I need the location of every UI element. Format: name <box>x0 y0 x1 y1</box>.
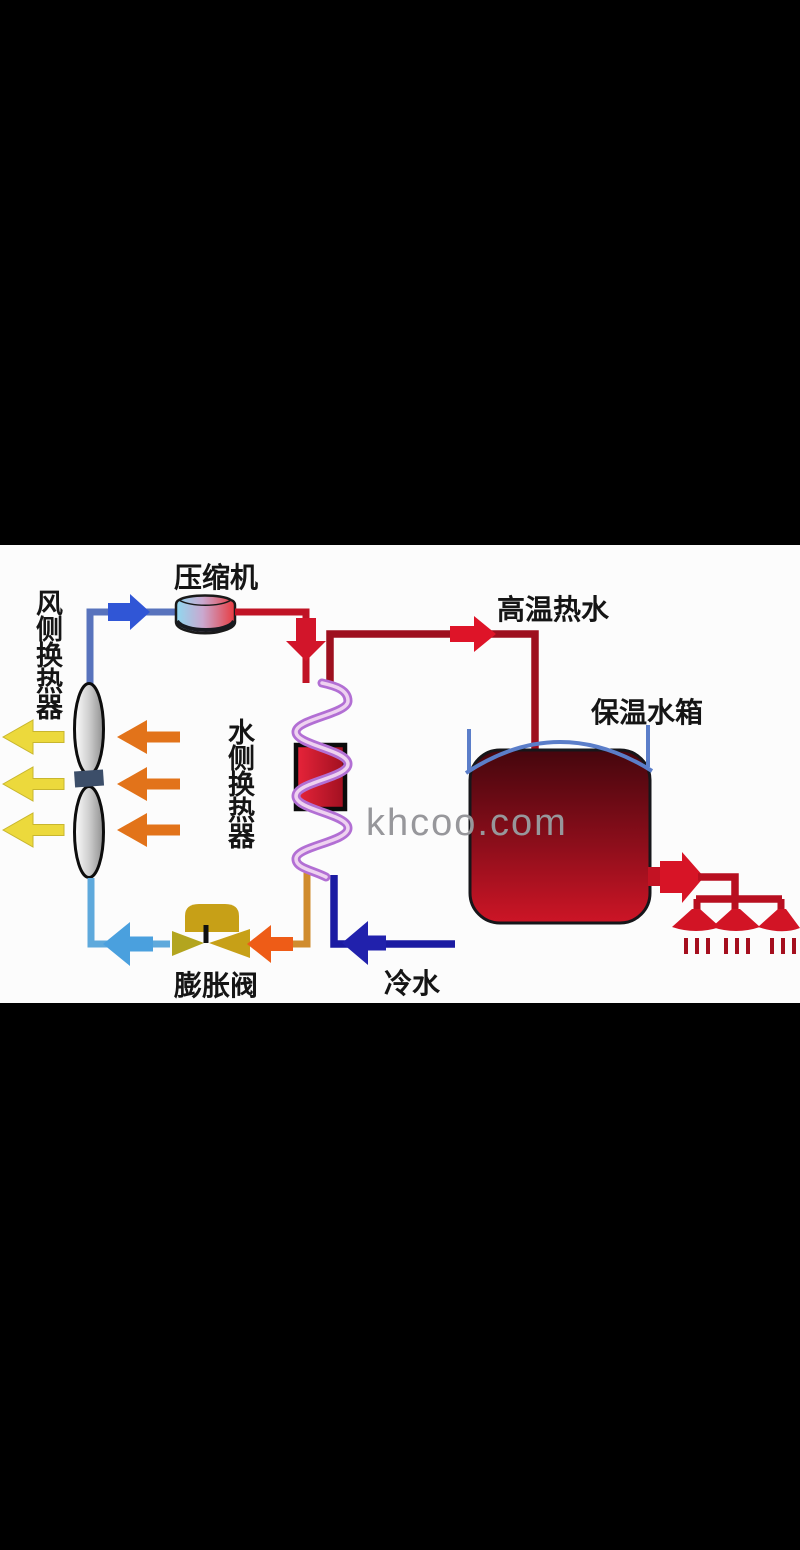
water-side-exchanger-icon <box>291 678 353 882</box>
air-side-exchanger-label: 风侧换热器 <box>36 589 63 723</box>
hot-water-pipe <box>326 616 539 757</box>
warm-air-arrows <box>117 720 180 847</box>
liquid-line-pipe <box>247 872 311 963</box>
shower-outlet <box>648 852 800 954</box>
compressor-icon <box>174 594 237 635</box>
water-tank-icon <box>464 725 654 925</box>
orange-flow-arrow-icon <box>247 925 293 963</box>
cold-water-pipe <box>330 875 455 965</box>
expansion-valve-label: 膨胀阀 <box>174 970 259 1001</box>
outlet-arrow-icon <box>660 852 704 903</box>
hot-water-label: 高温热水 <box>497 594 610 625</box>
cold-water-arrow-icon <box>342 921 386 965</box>
water-drops-icon <box>684 938 796 954</box>
lightblue-flow-arrow-icon <box>103 922 153 966</box>
suction-pipe <box>86 594 178 687</box>
expansion-valve-icon <box>172 904 250 958</box>
discharge-pipe <box>235 608 326 683</box>
cold-water-label: 冷水 <box>384 968 441 999</box>
blue-flow-arrow-icon <box>108 594 150 630</box>
fan-icon <box>73 682 105 879</box>
shower-heads-icon <box>672 909 800 932</box>
watermark: khcoo.com <box>366 802 568 844</box>
evaporator-return-pipe <box>87 878 170 966</box>
red-down-arrow-icon <box>286 618 326 661</box>
cool-air-arrows <box>1 719 65 848</box>
water-side-exchanger-label: 水侧换热器 <box>228 718 255 852</box>
hot-water-arrow-icon <box>450 616 496 652</box>
storage-tank-label: 保温水箱 <box>591 697 704 728</box>
compressor-label: 压缩机 <box>174 562 259 593</box>
